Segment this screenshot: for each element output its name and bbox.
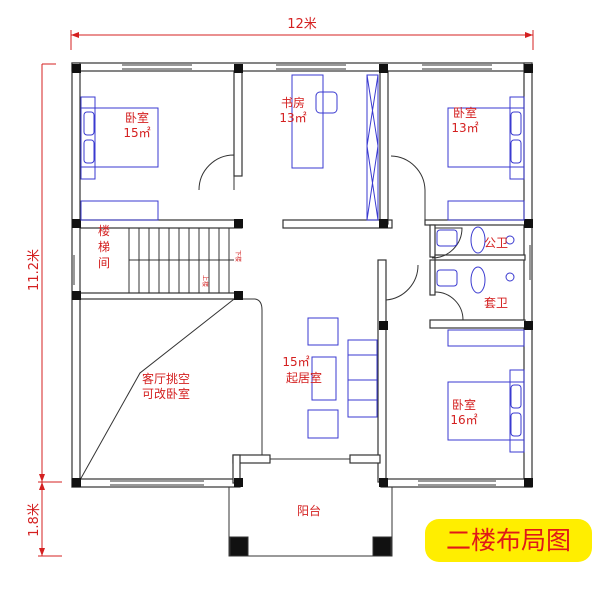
armchair-icon <box>307 409 339 439</box>
width-label: 12米 <box>287 17 317 32</box>
stairwell-label-2: 梯 <box>98 240 110 254</box>
living-name: 起居室 <box>286 370 322 385</box>
bedroom-ne-name: 卧室 <box>453 105 477 120</box>
bedroom-nw-name: 卧室 <box>125 110 149 125</box>
public-bath-name: 公卫 <box>484 236 508 250</box>
stairwell-label-3: 间 <box>98 256 110 270</box>
desk-icon <box>291 74 324 169</box>
room-labels: 卧室 15㎡ 书房 13㎡ 卧室 13㎡ 楼 梯 间 公卫 套卫 客厅挑空 可改… <box>98 95 508 518</box>
dimension-width: 12米 <box>70 17 534 50</box>
wardrobe-icon <box>447 200 525 221</box>
staircase[interactable]: 下楼 上楼 <box>128 228 242 293</box>
toilet-icon <box>470 226 486 254</box>
chair-icon <box>315 91 338 114</box>
study-area: 13㎡ <box>279 111 306 125</box>
stair-up-label: 上楼 <box>201 275 209 287</box>
wardrobe-icon <box>447 329 525 347</box>
stair-down-label: 下楼 <box>234 250 242 262</box>
study-name: 书房 <box>281 95 305 110</box>
balcony <box>228 487 393 557</box>
void-line2: 可改卧室 <box>142 386 190 401</box>
stairwell-label-1: 楼 <box>98 223 110 238</box>
coffee-table-icon <box>311 356 337 401</box>
toilet-icon <box>470 266 486 294</box>
columns <box>72 64 533 487</box>
armchair-icon <box>307 317 339 346</box>
title-badge: 二楼布局图 <box>425 519 592 562</box>
cabinet-icon <box>366 74 379 221</box>
bedroom-nw-area: 15㎡ <box>123 126 150 140</box>
sink-icon <box>436 229 458 247</box>
void-line1: 客厅挑空 <box>142 371 190 386</box>
furniture <box>80 74 525 453</box>
sofa-icon <box>347 339 378 418</box>
drain-icon <box>505 272 515 282</box>
living-area: 15㎡ <box>282 355 309 369</box>
ensuite-bath-name: 套卫 <box>484 296 508 310</box>
drain-icon <box>505 235 515 245</box>
sink-icon <box>436 269 458 287</box>
balcony-name: 阳台 <box>297 503 321 518</box>
bedroom-se-area: 16㎡ <box>450 413 477 427</box>
bedroom-se-name: 卧室 <box>452 397 476 412</box>
bedroom-ne-area: 13㎡ <box>451 121 478 135</box>
depth-label: 11.2米 <box>27 249 42 291</box>
wardrobe-icon <box>80 200 159 221</box>
dimension-depth: 11.2米 1.8米 <box>27 63 62 557</box>
balcony-depth-label: 1.8米 <box>27 503 42 537</box>
